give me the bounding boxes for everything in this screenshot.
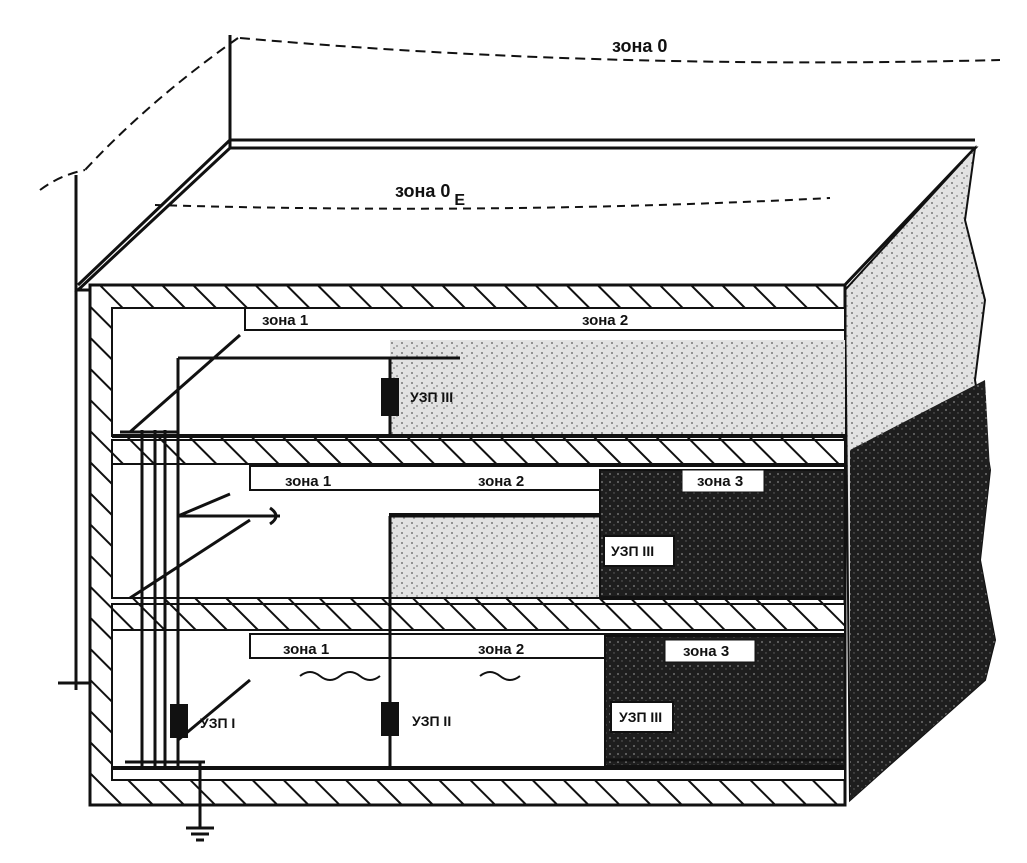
building-roof — [74, 138, 979, 292]
spd-bottom-2-label: УЗП II — [412, 713, 451, 729]
spd-bottom-2 — [381, 702, 399, 736]
floor-bottom — [111, 629, 846, 781]
spd-top-floor-label: УЗП III — [410, 389, 453, 405]
ground-connection — [58, 681, 214, 842]
zone-0-boundary — [39, 37, 1001, 191]
spd-bottom-3-label: УЗП III — [619, 709, 662, 725]
vertical-conductors — [120, 333, 600, 768]
floor-top — [111, 307, 846, 438]
building-right-side — [843, 144, 997, 803]
floor-bottom-zone-2-label: зона 2 — [478, 641, 524, 658]
floor-middle-zone-3-label: зона 3 — [697, 473, 743, 490]
floor-middle-zone-1-label: зона 1 — [285, 473, 331, 490]
spd-top-floor — [381, 358, 399, 436]
spd-bottom-1 — [170, 704, 188, 738]
floor-middle-zone-2-label: зона 2 — [478, 473, 524, 490]
floor-top-zone-1-label: зона 1 — [262, 312, 308, 329]
spd-bottom-1-label: УЗП I — [200, 715, 235, 731]
spd-middle-floor-label: УЗП III — [611, 543, 654, 559]
slab-2 — [111, 603, 846, 631]
zone-0-label: зона 0 — [612, 36, 667, 56]
floor-top-zone-2-label: зона 2 — [582, 312, 628, 329]
slab-1 — [111, 439, 846, 465]
floor-bottom-zone-3-label: зона 3 — [683, 643, 729, 660]
floor-bottom-zone-1-label: зона 1 — [283, 641, 329, 658]
spd-middle-floor — [603, 535, 675, 567]
spd-bottom-3 — [610, 701, 674, 733]
